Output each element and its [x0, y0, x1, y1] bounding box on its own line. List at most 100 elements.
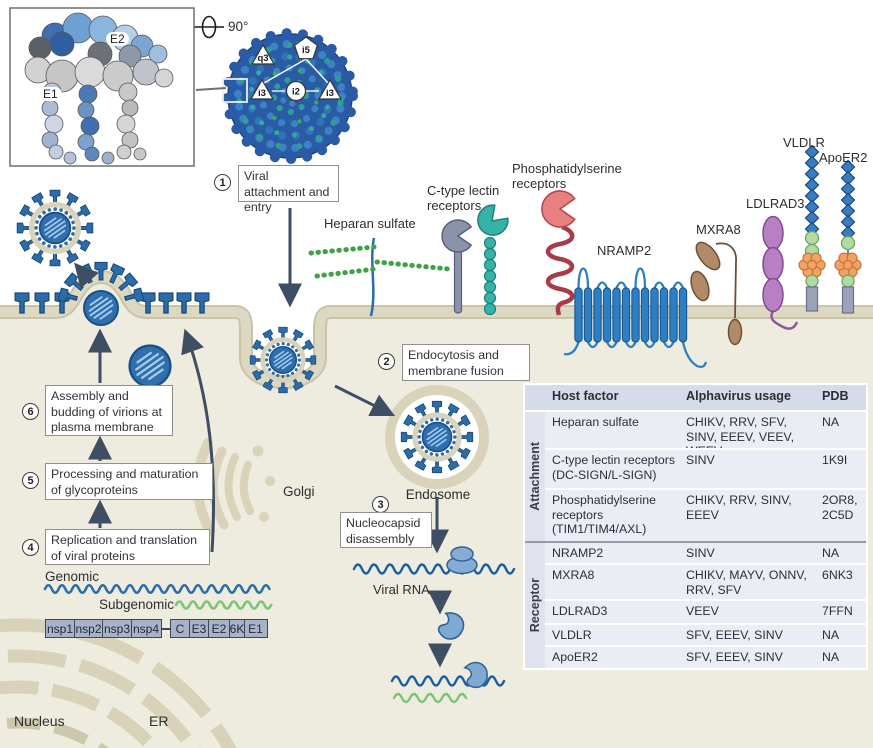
table-header-pdb: PDB — [818, 385, 866, 410]
subgenomic-rna-wave — [174, 600, 273, 610]
step-6-box: Assembly and budding of virions at plasm… — [45, 385, 173, 436]
mxra8-receptor — [690, 241, 743, 346]
table-row-pdb: 2OR8, 2C5D — [818, 488, 866, 541]
gene-nsp4: nsp4 — [130, 619, 162, 638]
gene-c: C — [169, 619, 191, 638]
subgenomic-label: Subgenomic — [99, 597, 175, 612]
free-nucleocapsid — [130, 346, 171, 387]
table-row-pdb: NA — [818, 645, 866, 668]
step-4-number: 4 — [22, 539, 39, 556]
i3-axis-marker-right: i3 — [317, 78, 343, 100]
ldlrad3-receptor — [762, 215, 799, 330]
table-row-host: VLDLR — [545, 623, 679, 645]
rna-waves — [43, 563, 516, 704]
nascent-subgenomic-wave — [392, 692, 468, 704]
step-1-number: 1 — [214, 174, 231, 191]
table-corner — [525, 385, 545, 410]
step-3-number: 3 — [372, 496, 389, 513]
phosphatidylserine-receptor — [541, 190, 576, 316]
attachment-group-label: Attachment — [528, 442, 542, 511]
step-4-box: Replication and translation of viral pro… — [45, 529, 210, 565]
table-row-host: MXRA8 — [545, 563, 679, 599]
table-row-pdb: 6NK3 — [818, 563, 866, 599]
nucleus-label: Nucleus — [14, 713, 65, 729]
i2-axis-marker: i2 — [285, 80, 307, 102]
step-6-number: 6 — [22, 403, 39, 420]
rotation-axis-icon — [194, 15, 224, 39]
er-label: ER — [149, 713, 169, 729]
step-2-number: 2 — [378, 353, 395, 370]
table-group-receptor: Receptor — [525, 541, 545, 668]
table-row-usage: CHIKV, MAYV, ONNV, RRV, SFV — [679, 563, 818, 599]
step-1-box: Viral attachment and entry — [238, 165, 339, 214]
table-row-host: ApoER2 — [545, 645, 679, 668]
table-row-usage: CHIKV, RRV, SINV, EEEV — [679, 488, 818, 541]
ribosome — [446, 546, 478, 575]
table-row-usage: SINV — [679, 448, 818, 488]
viral-rna-label: Viral RNA — [373, 582, 430, 597]
svg-text:i3: i3 — [258, 88, 266, 99]
step-2-box: Endocytosis and membrane fusion — [402, 344, 530, 381]
q3-axis-marker: q3 — [250, 43, 276, 65]
endosome — [385, 385, 489, 489]
nramp2-receptor — [563, 267, 708, 369]
c-type-lectin-receptors — [441, 204, 509, 316]
table-row-usage: CHIKV, RRV, SFV, SINV, EEEV, VEEV, WEEV — [679, 410, 818, 458]
svg-text:q3: q3 — [257, 53, 268, 64]
step-3-box: Nucleocapsid disassembly — [340, 512, 432, 548]
capsid-surface-view: q3 i5 i3 i2 i3 — [222, 28, 358, 164]
inset-connector-line — [195, 87, 227, 91]
table-row-usage: SINV — [679, 541, 818, 563]
table-header-host-factor: Host factor — [545, 385, 679, 410]
gene-e1: E1 — [243, 619, 268, 638]
free-virion — [17, 190, 93, 266]
genome-map: nsp1 nsp2 nsp3 nsp4 C E3 E2 6K E1 — [45, 619, 268, 638]
heparan-sulfate-label: Heparan sulfate — [324, 216, 416, 231]
table-group-attachment: Attachment — [525, 410, 545, 541]
table-row-usage: SFV, EEEV, SINV — [679, 623, 818, 645]
receptor-group-label: Receptor — [528, 578, 542, 633]
table-row-host: C-type lectin receptors (DC-SIGN/L-SIGN) — [545, 448, 679, 488]
nramp2-label: NRAMP2 — [597, 243, 652, 258]
gene-e2: E2 — [207, 619, 231, 638]
viral-rna-wave — [352, 563, 516, 575]
mxra8-label: MXRA8 — [696, 222, 741, 237]
gene-nsp3: nsp3 — [102, 619, 132, 638]
table-row-host: Heparan sulfate — [545, 410, 679, 448]
gene-nsp1: nsp1 — [45, 619, 75, 638]
vldlr-receptor — [798, 144, 826, 312]
table-row-pdb: 7FFN — [818, 599, 866, 623]
apoer2-label: ApoER2 — [819, 150, 868, 165]
golgi-label: Golgi — [283, 484, 315, 499]
i5-axis-marker: i5 — [293, 36, 319, 60]
heparan-sulfate — [308, 237, 452, 317]
plasma-membrane — [0, 269, 873, 389]
er-nucleus-arcs — [0, 618, 237, 748]
gene-connector — [161, 627, 170, 630]
rotation-angle-label: 90° — [228, 19, 249, 34]
ldlrad3-label: LDLRAD3 — [746, 196, 805, 211]
svg-text:i2: i2 — [292, 87, 300, 98]
table-row-usage: VEEV — [679, 599, 818, 623]
gene-e3: E3 — [189, 619, 209, 638]
c-type-lectin-label: C-type lectin receptors — [427, 183, 500, 213]
table-header-usage: Alphavirus usage — [679, 385, 818, 410]
table-row-host: LDLRAD3 — [545, 599, 679, 623]
e2-label: E2 — [106, 32, 129, 46]
phosphatidylserine-label: Phosphatidylserine receptors — [512, 161, 622, 191]
genomic-label: Genomic — [45, 569, 100, 584]
gene-nsp2: nsp2 — [73, 619, 104, 638]
apoer2-receptor — [834, 159, 862, 314]
e1-label: E1 — [39, 87, 62, 101]
svg-text:i5: i5 — [302, 45, 311, 56]
genomic-rna-wave — [43, 583, 271, 595]
asymmetric-unit-box — [222, 78, 248, 103]
table-row-host: NRAMP2 — [545, 541, 679, 563]
replicating-rna-wave — [390, 675, 506, 687]
i3-axis-marker-left: i3 — [249, 78, 275, 100]
flow-arrows — [74, 208, 452, 668]
table-row-pdb: 1K9I — [818, 448, 866, 488]
host-factor-table: Host factor Alphavirus usage PDB Attachm… — [525, 385, 866, 668]
table-row-host: Phosphatidylserine receptors (TIM1/TIM4/… — [545, 488, 679, 541]
